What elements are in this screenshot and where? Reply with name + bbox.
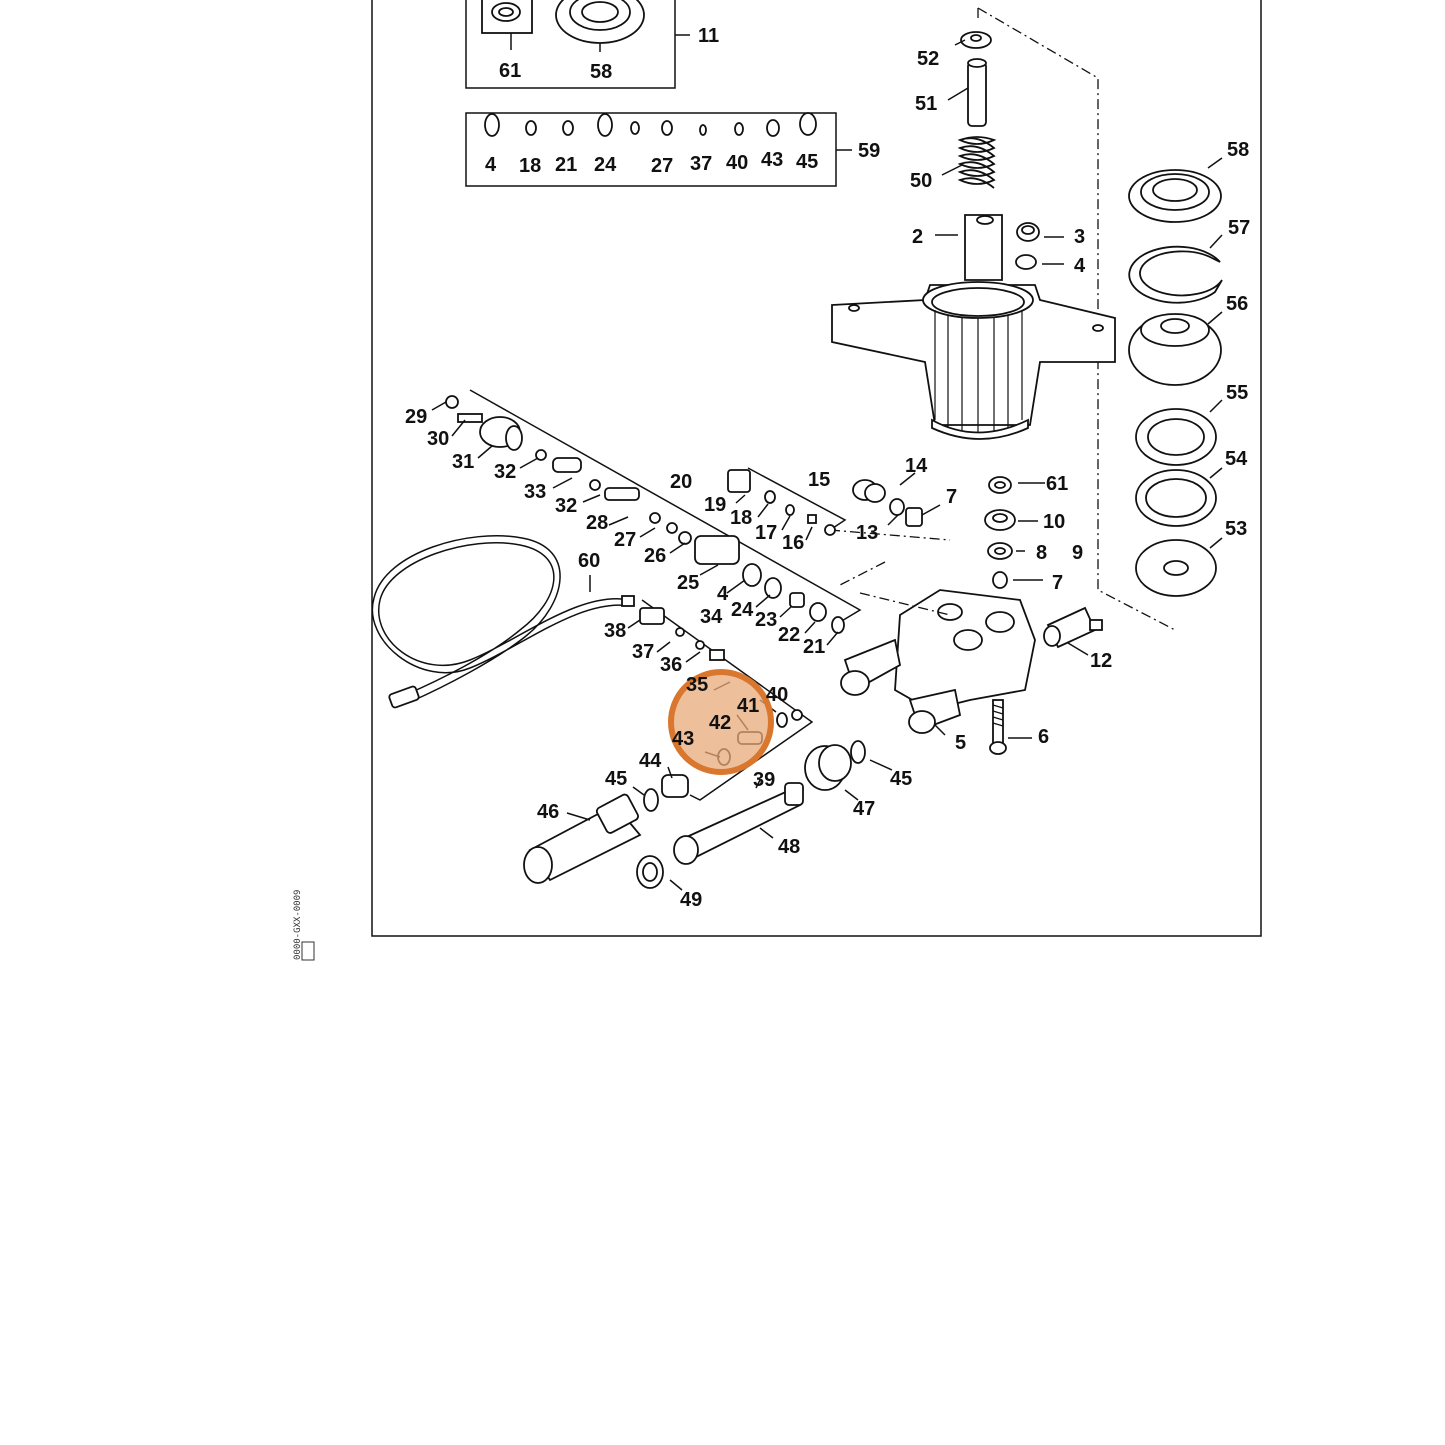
callout-20: 20: [670, 471, 692, 493]
kit-item-45: 45: [796, 151, 818, 173]
kit-item-43: 43: [761, 149, 783, 171]
callout-33: 33: [524, 481, 546, 503]
callout-58: 58: [590, 61, 612, 83]
callout-43: 43: [672, 728, 694, 750]
kit-item-27: 27: [651, 155, 673, 177]
callout-45-right: 45: [890, 768, 912, 790]
bearing-stack: [1128, 169, 1223, 597]
seal-kit-box-11: [465, 0, 690, 89]
callout-4: 4: [1074, 255, 1086, 277]
kit-item-21: 21: [555, 154, 577, 176]
callout-61-middle: 61: [1046, 473, 1068, 495]
callout-7-lower: 7: [1052, 572, 1063, 594]
upper-incline-parts: [445, 395, 845, 634]
callout-51: 51: [915, 93, 937, 115]
callout-58-right: 58: [1227, 139, 1249, 161]
callout-52: 52: [917, 48, 939, 70]
o-ring-kit-box-59: [465, 112, 852, 187]
callout-38: 38: [604, 620, 626, 642]
valve-stack-middle: [984, 476, 1016, 589]
callout-36: 36: [660, 654, 682, 676]
callout-49: 49: [680, 889, 702, 911]
callout-40: 40: [766, 684, 788, 706]
callout-8: 8: [1036, 542, 1047, 564]
callout-31: 31: [452, 451, 474, 473]
callout-34: 34: [700, 606, 723, 628]
callout-17: 17: [755, 522, 777, 544]
callout-14: 14: [905, 455, 928, 477]
pump-housing: [831, 214, 1116, 440]
kit-item-37: 37: [690, 153, 712, 175]
kit-item-40: 40: [726, 152, 748, 174]
callout-13: 13: [856, 522, 878, 544]
callout-15: 15: [808, 469, 830, 491]
callout-54: 54: [1225, 448, 1248, 470]
callout-37: 37: [632, 641, 654, 663]
callout-32-b: 32: [555, 495, 577, 517]
callout-57: 57: [1228, 217, 1250, 239]
callout-60: 60: [578, 550, 600, 572]
callout-6: 6: [1038, 726, 1049, 748]
side-code-text: 0000-GXX-0009: [293, 890, 303, 960]
callout-44: 44: [639, 750, 662, 772]
callout-21: 21: [803, 636, 825, 658]
bolt-6: [989, 699, 1007, 755]
callout-7-upper: 7: [946, 486, 957, 508]
diagram-frame: [371, 0, 1262, 937]
callout-19: 19: [704, 494, 726, 516]
piston-group: [957, 31, 997, 189]
callout-5: 5: [955, 732, 966, 754]
side-code: 0000-GXX-0009: [293, 890, 315, 961]
callout-48: 48: [778, 836, 800, 858]
callout-55: 55: [1226, 382, 1248, 404]
bottom-parts: [523, 740, 866, 889]
fitting-12: [1043, 606, 1103, 649]
callout-23: 23: [755, 609, 777, 631]
callout-3: 3: [1074, 226, 1085, 248]
manifold: [840, 589, 1036, 734]
callout-4-lower: 4: [717, 583, 729, 605]
callout-46: 46: [537, 801, 559, 823]
callout-labels: 61 58 11 4 18 21 24 27 37 40 43 45 59 52…: [405, 25, 1250, 911]
callout-27: 27: [614, 529, 636, 551]
kit-item-24: 24: [594, 154, 617, 176]
callout-26: 26: [644, 545, 666, 567]
callout-42: 42: [709, 712, 731, 734]
callout-12: 12: [1090, 650, 1112, 672]
kit-item-4: 4: [485, 154, 497, 176]
callout-28: 28: [586, 512, 608, 534]
callout-22: 22: [778, 624, 800, 646]
callout-30: 30: [427, 428, 449, 450]
callout-9: 9: [1072, 542, 1083, 564]
hose-60: [371, 535, 635, 709]
callout-45-left: 45: [605, 768, 627, 790]
callout-18: 18: [730, 507, 752, 529]
callout-10: 10: [1043, 511, 1065, 533]
callout-16: 16: [782, 532, 804, 554]
callout-35: 35: [686, 674, 708, 696]
parts-14-13-7: [852, 479, 923, 527]
plug-3-seal-4: [1015, 222, 1040, 270]
callout-41: 41: [737, 695, 759, 717]
highlight-marker: [668, 669, 774, 775]
callout-11: 11: [698, 25, 719, 47]
callout-59: 59: [858, 140, 880, 162]
callout-39: 39: [753, 769, 775, 791]
callout-29: 29: [405, 406, 427, 428]
callout-61: 61: [499, 60, 521, 82]
assembly-frame-upper: [469, 389, 862, 626]
callout-24: 24: [731, 599, 754, 621]
callout-47: 47: [853, 798, 875, 820]
callout-53: 53: [1225, 518, 1247, 540]
callout-2: 2: [912, 226, 923, 248]
callout-32-a: 32: [494, 461, 516, 483]
callout-25: 25: [677, 572, 699, 594]
callout-50: 50: [910, 170, 932, 192]
callout-56: 56: [1226, 293, 1248, 315]
kit-item-18: 18: [519, 155, 541, 177]
